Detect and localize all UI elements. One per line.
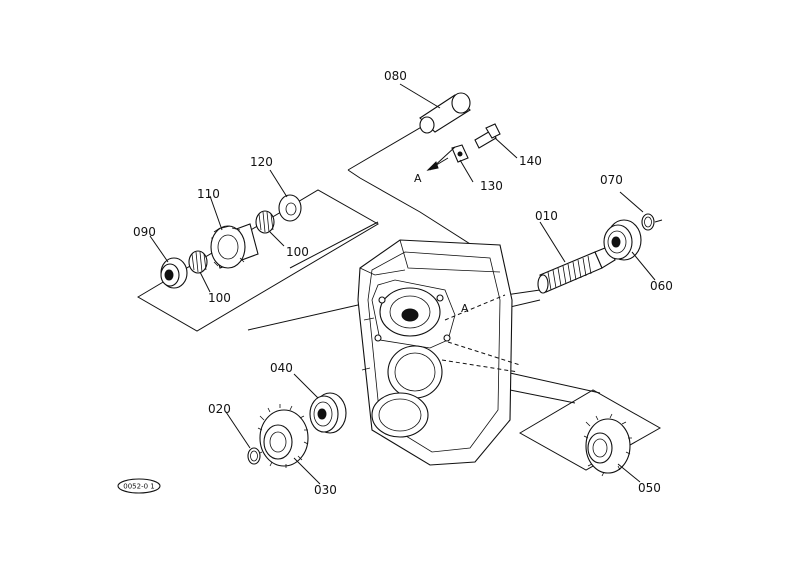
label-070: 070 xyxy=(600,173,623,187)
label-050: 050 xyxy=(638,481,661,495)
drawing-stamp: 0052-0 1 xyxy=(117,478,161,494)
leader-lines xyxy=(149,83,656,485)
label-030: 030 xyxy=(314,483,337,497)
label-100-upper: 100 xyxy=(286,245,309,259)
part-labels: 080 140 130 010 070 060 120 110 100 090 … xyxy=(133,69,673,497)
label-110: 110 xyxy=(197,187,220,201)
part-020-snap-ring xyxy=(247,447,261,465)
part-050-gear xyxy=(583,413,632,477)
part-030-gear xyxy=(257,404,309,468)
label-090: 090 xyxy=(133,225,156,239)
part-100-needle-bearing-upper xyxy=(255,210,275,234)
label-080: 080 xyxy=(384,69,407,83)
label-130: 130 xyxy=(480,179,503,193)
label-140: 140 xyxy=(519,154,542,168)
part-060-bearing xyxy=(603,219,642,261)
label-060: 060 xyxy=(650,279,673,293)
part-100-needle-bearing-lower xyxy=(188,250,208,274)
label-100-lower: 100 xyxy=(208,291,231,305)
drawing-stamp-text: 0052-0 1 xyxy=(123,483,154,491)
label-040: 040 xyxy=(270,361,293,375)
reference-arrow-a xyxy=(426,157,449,171)
part-130-lock-plate xyxy=(451,144,469,163)
reference-a-arrow-label: A xyxy=(414,172,422,185)
label-120: 120 xyxy=(250,155,273,169)
label-020: 020 xyxy=(208,402,231,416)
transmission-housing xyxy=(357,239,521,466)
part-080-pin xyxy=(419,92,471,134)
part-140-bolt xyxy=(474,123,501,149)
part-070-snap-ring xyxy=(641,213,663,231)
label-010: 010 xyxy=(535,209,558,223)
reference-a-housing-label: A xyxy=(461,302,469,315)
part-090-collar xyxy=(160,257,188,289)
part-120-washer xyxy=(278,194,302,222)
part-040-bearing xyxy=(309,392,347,434)
part-010-splined-shaft xyxy=(537,245,616,294)
part-110-gear xyxy=(210,223,259,269)
